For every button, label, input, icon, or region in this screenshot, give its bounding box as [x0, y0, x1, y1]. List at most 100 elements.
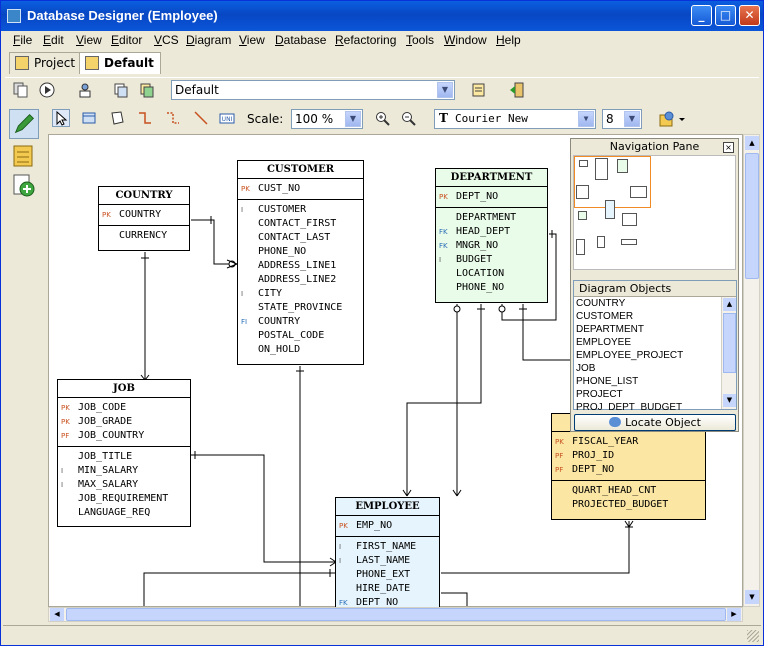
- zoom-in-icon[interactable]: [375, 111, 391, 127]
- list-scrollbar[interactable]: ▲ ▼: [721, 297, 736, 409]
- column-row[interactable]: JOB_TITLE: [58, 450, 190, 464]
- chevron-down-icon[interactable]: ▼: [345, 111, 361, 127]
- column-row[interactable]: CURRENCY: [99, 229, 189, 243]
- user-icon[interactable]: [77, 82, 93, 98]
- maximize-button[interactable]: □: [715, 5, 736, 26]
- minimize-button[interactable]: _: [691, 5, 712, 26]
- list-item[interactable]: JOB: [576, 363, 596, 374]
- table-icon[interactable]: [81, 110, 97, 126]
- list-item[interactable]: PROJ_DEPT_BUDGET: [576, 402, 683, 410]
- close-button[interactable]: ✕: [739, 5, 760, 26]
- menu-tools[interactable]: Tools: [406, 33, 435, 47]
- column-row[interactable]: QUART_HEAD_CNT: [552, 484, 705, 498]
- add-object-icon[interactable]: [9, 171, 39, 201]
- line-icon[interactable]: [193, 110, 209, 126]
- menu-edit[interactable]: Edit: [43, 33, 64, 47]
- chevron-down-icon[interactable]: ▼: [624, 111, 640, 127]
- scroll-thumb[interactable]: [745, 153, 759, 279]
- menu-editor[interactable]: Editor: [111, 33, 143, 47]
- column-row[interactable]: PROJECTED_BUDGET: [552, 498, 705, 512]
- schema-combo[interactable]: Default ▼: [171, 80, 455, 100]
- column-row[interactable]: PHONE_EXT: [336, 568, 439, 582]
- scroll-left-icon[interactable]: ◀: [50, 608, 64, 621]
- scroll-down-icon[interactable]: ▼: [745, 590, 759, 604]
- tab-default[interactable]: Default: [79, 52, 161, 74]
- column-row[interactable]: ADDRESS_LINE2: [238, 273, 363, 287]
- column-row[interactable]: PHONE_NO: [238, 245, 363, 259]
- column-row[interactable]: HIRE_DATE: [336, 582, 439, 596]
- properties-icon[interactable]: [471, 82, 487, 98]
- horizontal-scrollbar[interactable]: ◀ ▶: [48, 607, 743, 622]
- list-item[interactable]: DEPARTMENT: [576, 324, 644, 335]
- list-item[interactable]: COUNTRY: [576, 298, 626, 309]
- view-icon[interactable]: UNI: [219, 110, 235, 126]
- column-row[interactable]: CONTACT_FIRST: [238, 217, 363, 231]
- menu-diagram[interactable]: Diagram: [186, 33, 232, 47]
- menu-window[interactable]: Window: [444, 33, 487, 47]
- chevron-down-icon[interactable]: ▼: [437, 82, 453, 98]
- zoom-out-icon[interactable]: [401, 111, 417, 127]
- scroll-down-icon[interactable]: ▼: [723, 394, 736, 407]
- copy-icon[interactable]: [13, 82, 29, 98]
- nav-overview-map[interactable]: [573, 155, 736, 270]
- scroll-thumb[interactable]: [66, 608, 726, 621]
- menu-refactoring[interactable]: Refactoring: [335, 33, 397, 47]
- database-copy-icon[interactable]: [113, 82, 129, 98]
- identifying-relationship-icon[interactable]: [165, 110, 181, 126]
- vertical-scrollbar[interactable]: ▲ ▼: [743, 134, 760, 607]
- database-sync-icon[interactable]: [139, 82, 155, 98]
- export-dropdown-icon[interactable]: [659, 111, 689, 127]
- table-list-icon[interactable]: [9, 141, 39, 171]
- menu-database[interactable]: Database: [275, 33, 327, 47]
- column-row[interactable]: CONTACT_LAST: [238, 231, 363, 245]
- scroll-right-icon[interactable]: ▶: [727, 608, 741, 621]
- run-icon[interactable]: [39, 82, 55, 98]
- edit-pen-icon[interactable]: [9, 109, 39, 139]
- column-row[interactable]: LOCATION: [436, 267, 547, 281]
- column-row[interactable]: ON_HOLD: [238, 343, 363, 357]
- menu-file[interactable]: File: [13, 33, 33, 47]
- font-size-combo[interactable]: 8 ▼: [602, 109, 642, 129]
- column-row[interactable]: ADDRESS_LINE1: [238, 259, 363, 273]
- list-item[interactable]: CUSTOMER: [576, 311, 634, 322]
- column-row[interactable]: POSTAL_CODE: [238, 329, 363, 343]
- tab-project[interactable]: Project: [9, 52, 83, 74]
- list-item[interactable]: EMPLOYEE: [576, 337, 632, 348]
- column-row[interactable]: DEPARTMENT: [436, 211, 547, 225]
- locate-object-button[interactable]: Locate Object: [574, 414, 736, 431]
- relationship-icon[interactable]: [137, 110, 153, 126]
- scroll-thumb[interactable]: [723, 313, 736, 373]
- font-combo[interactable]: T Courier New ▼: [434, 109, 596, 129]
- scroll-up-icon[interactable]: ▲: [723, 298, 736, 311]
- column-row[interactable]: STATE_PROVINCE: [238, 301, 363, 315]
- menu-vcs[interactable]: VCS: [154, 33, 179, 47]
- note-icon[interactable]: [109, 110, 125, 126]
- menu-view[interactable]: View: [76, 33, 102, 47]
- column-row[interactable]: PHONE_NO: [436, 281, 547, 295]
- scale-combo[interactable]: 100 % ▼: [291, 109, 363, 129]
- column-row[interactable]: JOB_REQUIREMENT: [58, 492, 190, 506]
